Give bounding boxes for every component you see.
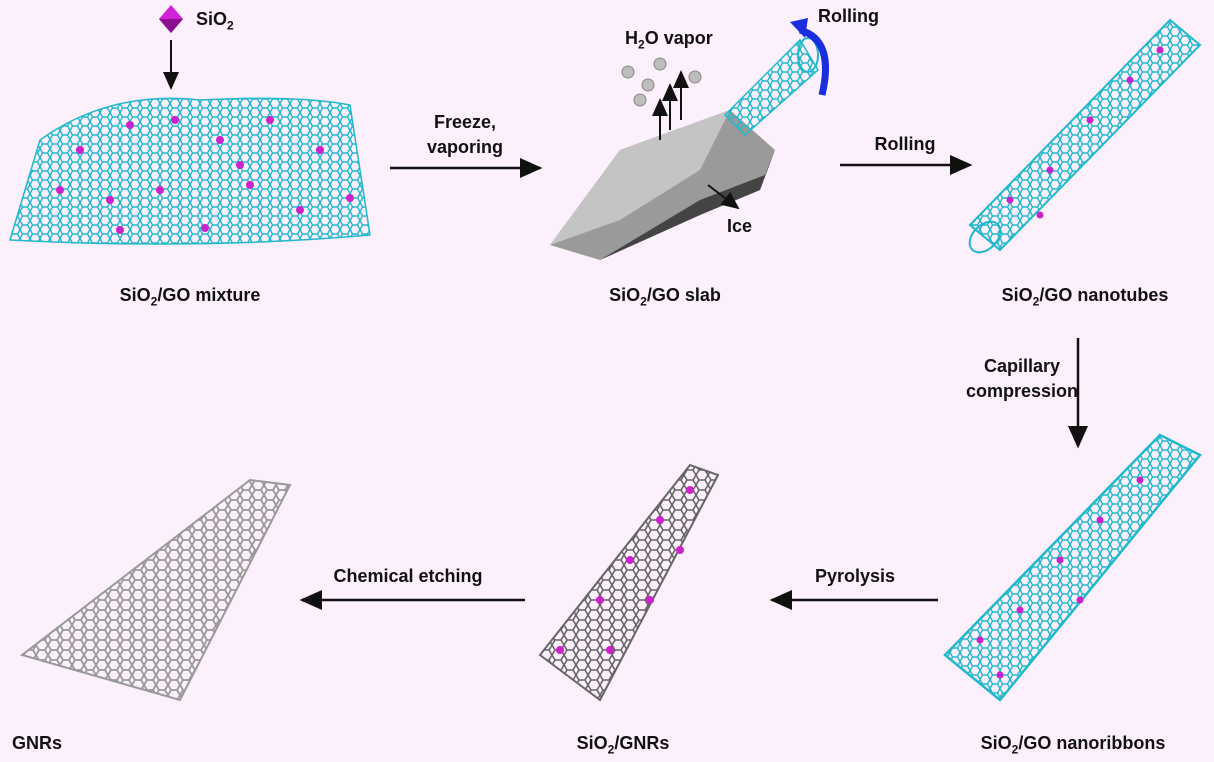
sio2-gnrs-ribbon — [538, 463, 720, 702]
sio2-legend-label: SiO2 — [196, 9, 234, 33]
vapor-arrows — [652, 70, 689, 140]
label-nanoribbons: SiO2/GO nanoribbons — [980, 733, 1166, 757]
water-vapor-molecules — [621, 57, 702, 107]
label-compression: compression — [965, 381, 1079, 401]
sio2-go-slab — [550, 110, 775, 260]
ice-pointer-arrow — [707, 184, 740, 210]
label-rolling-arrow: Rolling — [874, 134, 936, 154]
rolling-arrowhead-icon — [790, 18, 808, 38]
gnrs-ribbon — [19, 478, 292, 702]
label-slab: SiO2/GO slab — [609, 285, 721, 309]
sio2-go-mixture-sheet — [9, 97, 371, 245]
label-capillary: Capillary — [983, 356, 1061, 376]
label-gnrs: GNRs — [12, 733, 63, 753]
label-rolling-top: Rolling — [818, 6, 879, 26]
label-sio2-gnrs: SiO2/GNRs — [576, 733, 670, 757]
label-pyrolysis: Pyrolysis — [814, 566, 896, 586]
label-vaporing: vaporing — [426, 137, 504, 157]
label-mixture: SiO2/GO mixture — [119, 285, 261, 309]
sio2-go-nanotube — [968, 18, 1202, 254]
label-freeze: Freeze, — [433, 112, 497, 132]
rolled-go-cone — [723, 37, 819, 137]
label-nanotubes: SiO2/GO nanotubes — [1001, 285, 1169, 309]
label-h2o-vapor: H2O vapor — [625, 28, 713, 52]
rolling-arrow-icon — [798, 26, 829, 96]
label-chemical-etching: Chemical etching — [333, 566, 483, 586]
label-ice: Ice — [727, 216, 753, 236]
sio2-go-nanoribbons — [943, 433, 1202, 702]
sio2-octahedron-icon — [159, 5, 183, 33]
